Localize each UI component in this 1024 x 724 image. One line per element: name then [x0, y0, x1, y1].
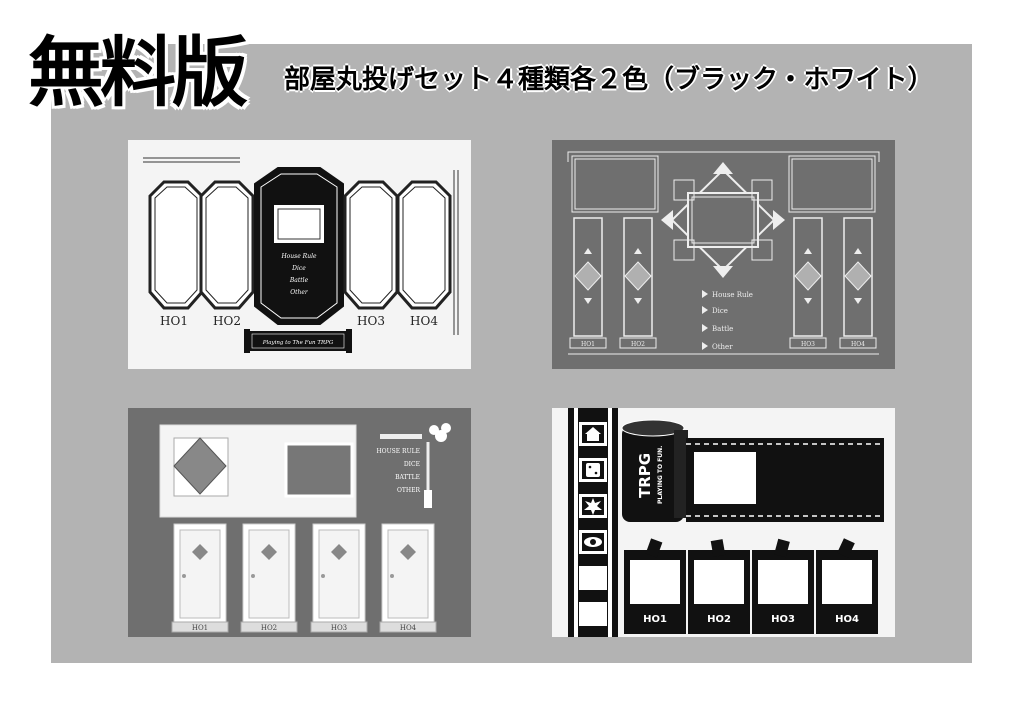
card4-slot-ho2: HO2 [707, 614, 731, 625]
card4-slot-ho4: HO4 [835, 614, 859, 625]
card1-slot-ho3: HO3 [357, 314, 385, 328]
free-version-badge: 無料版 [28, 28, 248, 117]
card4-slot-ho1: HO1 [643, 614, 667, 625]
card3-slot-ho4: HO4 [400, 624, 417, 632]
card4-can-title: TRPG [636, 453, 654, 498]
room-set-white-film: TRPG PLAYING TO FUN. HO1 HO2 HO3 HO4 [552, 408, 895, 637]
card2-menu-other: Other [712, 343, 733, 351]
photo-frame-ho2 [688, 539, 750, 634]
card3-menu-battle: BATTLE [395, 474, 420, 481]
card4-slot-ho3: HO3 [771, 614, 795, 625]
card1-menu-house-rule: House Rule [280, 253, 317, 260]
card3-menu-other: OTHER [397, 487, 421, 494]
page-title: 部屋丸投げセット４種類各２色（ブラック・ホワイト） [284, 65, 934, 95]
hexagon-frame-ho3 [343, 180, 399, 310]
door-ho4 [379, 523, 437, 633]
card2-menu-house-rule: House Rule [712, 291, 753, 299]
trpg-can [621, 419, 688, 522]
hexagon-frame-ho1 [148, 180, 204, 310]
film-strip-vertical [568, 408, 618, 637]
card4-can-sub: PLAYING TO FUN. [657, 446, 664, 504]
photo-frame-ho3 [752, 538, 814, 634]
center-ornate-frame [661, 162, 785, 278]
door-ho2 [240, 523, 298, 633]
card3-menu-dice: DICE [404, 461, 420, 468]
card1-banner-text: Playing to The Fun TRPG [262, 340, 334, 346]
card1-menu-battle: Battle [289, 277, 309, 284]
photo-frame-ho1 [624, 538, 686, 634]
hexagon-frame-center [254, 167, 344, 325]
card1-slot-ho1: HO1 [160, 314, 188, 328]
card2-menu-battle: Battle [712, 325, 733, 333]
card3-menu-house-rule: HOUSE RULE [376, 448, 420, 455]
sign-post [380, 423, 451, 508]
hexagon-frame-ho2 [199, 180, 255, 310]
film-strip-horizontal [686, 438, 884, 522]
hexagon-frame-ho4 [396, 180, 452, 310]
card2-menu-dice: Dice [712, 307, 728, 315]
card2-slot-ho3: HO3 [801, 341, 815, 348]
card3-slot-ho3: HO3 [331, 624, 347, 632]
explosion-icon [584, 498, 602, 515]
scroll-banner [244, 329, 352, 353]
door-ho1 [171, 523, 229, 633]
room-set-dark-doors: HOUSE RULE DICE BATTLE OTHER HO1 HO2 HO3… [128, 408, 471, 637]
card2-slot-ho1: HO1 [581, 341, 595, 348]
card1-menu-dice: Dice [291, 265, 306, 272]
room-set-white-hexagon: House Rule Dice Battle Other HO1 HO2 HO3… [128, 140, 471, 369]
room-set-dark-ornate: HO1 HO2 HO3 HO4 House Rule Dice Battle O… [552, 140, 895, 369]
dice-icon [586, 463, 600, 477]
card1-slot-ho2: HO2 [213, 314, 241, 328]
card1-menu-other: Other [290, 289, 309, 296]
house-icon [585, 427, 601, 441]
eye-icon [584, 537, 602, 547]
card2-slot-ho2: HO2 [631, 341, 645, 348]
card2-slot-ho4: HO4 [851, 341, 865, 348]
top-white-board [159, 424, 357, 518]
card3-slot-ho1: HO1 [192, 624, 208, 632]
photo-frame-ho4 [816, 538, 878, 634]
card1-slot-ho4: HO4 [410, 314, 438, 328]
card3-slot-ho2: HO2 [261, 624, 277, 632]
pillar-frames [573, 217, 873, 337]
door-ho3 [310, 523, 368, 633]
